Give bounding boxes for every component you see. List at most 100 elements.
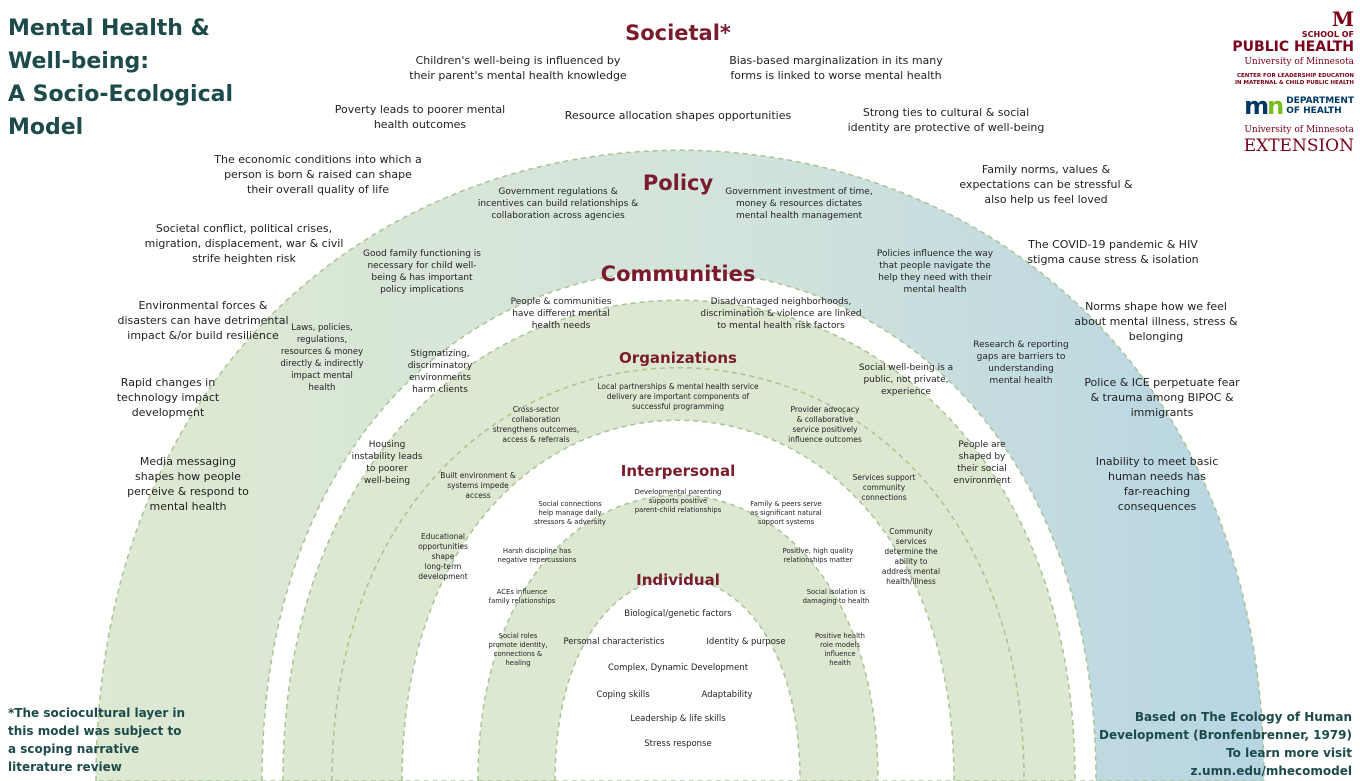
communities-factor-line: environment xyxy=(953,476,1011,486)
organizations-factor-line: connections xyxy=(861,493,906,502)
societal-factor-line: development xyxy=(132,406,205,419)
policy-factor-line: being & has important xyxy=(371,273,473,283)
center-label: CENTER FOR LEADERSHIP EDUCATION xyxy=(1236,73,1354,79)
societal-factor-line: Bias-based marginalization in its many xyxy=(729,54,943,67)
individual-factor-line: Coping skills xyxy=(596,690,650,700)
societal-factor-line: consequences xyxy=(1118,500,1197,513)
policy-factor-line: policy implications xyxy=(380,285,464,295)
interpersonal-factor-line: influence xyxy=(824,650,855,658)
organizations-factor-line: Educational xyxy=(421,532,465,541)
societal-factor-line: also help us feel loved xyxy=(984,193,1107,206)
organizations-factor-line: Services support xyxy=(853,473,916,482)
layer-title-societal: Societal* xyxy=(625,21,731,45)
interpersonal-factor-line: Positive, high quality xyxy=(783,547,854,555)
policy-factor-line: impact mental xyxy=(291,371,353,381)
interpersonal-factor-line: health xyxy=(829,659,851,667)
organizations-factor-line: delivery are important components of xyxy=(607,392,750,401)
interpersonal-factor-line: damaging to health xyxy=(803,597,870,605)
communities-factor-line: harm clients xyxy=(412,385,468,395)
societal-factor: Police & ICE perpetuate fear& trauma amo… xyxy=(1084,376,1240,419)
communities-factor-line: to mental health risk factors xyxy=(717,321,845,331)
communities-factor-line: environments xyxy=(409,373,471,383)
interpersonal-factor-line: Positive health xyxy=(815,632,865,640)
communities-factor-line: shaped by xyxy=(959,452,1006,462)
societal-factor-line: disasters can have detrimental xyxy=(117,314,288,327)
interpersonal-factor-line: promote identity, xyxy=(489,641,548,649)
societal-factor: Resource allocation shapes opportunities xyxy=(565,109,792,122)
policy-factor: Government regulations &incentives can b… xyxy=(478,187,638,221)
organizations-factor-line: long-term xyxy=(425,562,462,571)
communities-factor-line: People are xyxy=(958,440,1006,450)
title-line: A Socio-Ecological xyxy=(8,82,234,107)
policy-factor: Laws, policies,regulations,resources & m… xyxy=(280,323,363,393)
communities-factor-line: their social xyxy=(957,464,1007,474)
organizations-factor-line: Local partnerships & mental health servi… xyxy=(597,382,759,391)
societal-factor-line: Children's well-being is influenced by xyxy=(416,54,621,67)
policy-factor-line: collaboration across agencies xyxy=(491,211,625,221)
organizations-factor-line: Built environment & xyxy=(440,471,516,480)
societal-factor-line: health outcomes xyxy=(374,118,467,131)
societal-factor-line: Environmental forces & xyxy=(138,299,267,312)
organizations-factor-line: Provider advocacy xyxy=(791,405,860,414)
interpersonal-factor-line: role models xyxy=(820,641,860,649)
policy-factor-line: Good family functioning is xyxy=(363,249,481,259)
individual-factor-line: Leadership & life skills xyxy=(630,714,726,724)
layer-title-organizations: Organizations xyxy=(619,349,737,367)
layer-title-policy: Policy xyxy=(643,171,714,195)
footnote-line: literature review xyxy=(8,760,122,774)
policy-factor-line: understanding xyxy=(988,364,1053,374)
interpersonal-factor-line: Developmental parenting xyxy=(635,488,722,496)
societal-factor-line: Police & ICE perpetuate fear xyxy=(1084,376,1240,389)
policy-factor: Government investment of time,money & re… xyxy=(725,187,872,221)
societal-factor-line: shapes how people xyxy=(135,470,241,483)
policy-factor-line: help they need with their xyxy=(878,273,992,283)
policy-factor-line: Government regulations & xyxy=(498,187,617,197)
societal-factor-line: immigrants xyxy=(1131,406,1194,419)
layer-title-communities: Communities xyxy=(601,262,756,286)
societal-factor-line: The COVID-19 pandemic & HIV xyxy=(1027,238,1198,251)
layer-title-interpersonal: Interpersonal xyxy=(621,462,736,480)
credit-line: Development (Bronfenbrenner, 1979) xyxy=(1099,728,1352,742)
societal-factor-line: mental health xyxy=(150,500,227,513)
societal-factor-line: The economic conditions into which a xyxy=(213,153,421,166)
communities-factor-line: public, not private, xyxy=(863,375,948,385)
interpersonal-factor-line: Family & peers serve xyxy=(750,500,821,508)
page-title: Mental Health & Well-being: A Socio-Ecol… xyxy=(8,12,268,144)
communities-factor: People are shaped by their social environme… xyxy=(953,440,1011,486)
policy-factor-line: regulations, xyxy=(297,335,347,345)
footnote-line: this model was subject to xyxy=(8,724,182,738)
societal-factor: Environmental forces & disasters can have… xyxy=(117,299,288,342)
societal-factor-line: technology impact xyxy=(117,391,220,404)
interpersonal-factor-line: Social roles xyxy=(499,632,538,640)
policy-factor-line: mental health xyxy=(990,376,1053,386)
individual-factor-line: Identity & purpose xyxy=(706,637,785,647)
policy-factor-line: mental health xyxy=(904,285,967,295)
interpersonal-factor-line: Social connections xyxy=(538,500,602,508)
policy-factor-line: health xyxy=(309,383,336,393)
organizations-factor-line: service positively xyxy=(792,425,858,434)
communities-factor-line: Stigmatizing, xyxy=(410,349,469,359)
interpersonal-factor-line: healing xyxy=(505,659,530,667)
footnote-line: a scoping narrative xyxy=(8,742,140,756)
policy-factor-line: that people navigate the xyxy=(879,261,991,271)
partner-logos: M SCHOOL OF PUBLIC HEALTH University of … xyxy=(1214,8,1354,155)
credit-link[interactable]: z.umn.edu/mhecomodel xyxy=(1190,764,1352,778)
